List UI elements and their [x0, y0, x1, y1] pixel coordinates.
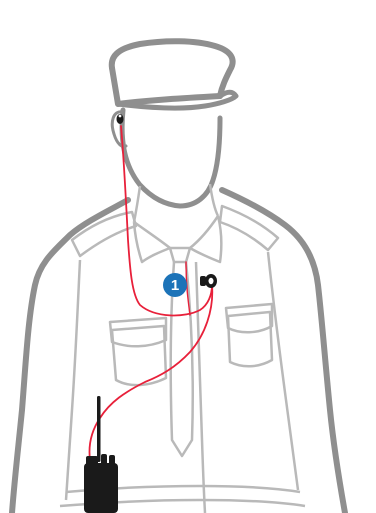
neck-left	[134, 186, 140, 222]
collar-left	[134, 222, 170, 262]
collar-right	[190, 216, 221, 262]
callout-badge: 1	[163, 273, 187, 297]
pocket-right-flap	[226, 304, 272, 332]
lapel-microphone-icon	[200, 274, 217, 288]
hat-crown	[112, 41, 233, 96]
arm-left-inner	[66, 260, 80, 500]
earpiece-icon	[117, 114, 124, 124]
shirt-placket	[196, 262, 205, 513]
hat-band	[112, 68, 220, 104]
pocket-left-flap	[110, 318, 166, 346]
head-outline	[122, 110, 220, 206]
torso-outline-right	[222, 190, 345, 513]
pocket-right	[228, 312, 272, 366]
tie-knot	[170, 248, 190, 262]
neck-right	[210, 184, 218, 216]
arm-right-inner	[268, 252, 298, 490]
callout-label: 1	[171, 277, 179, 294]
